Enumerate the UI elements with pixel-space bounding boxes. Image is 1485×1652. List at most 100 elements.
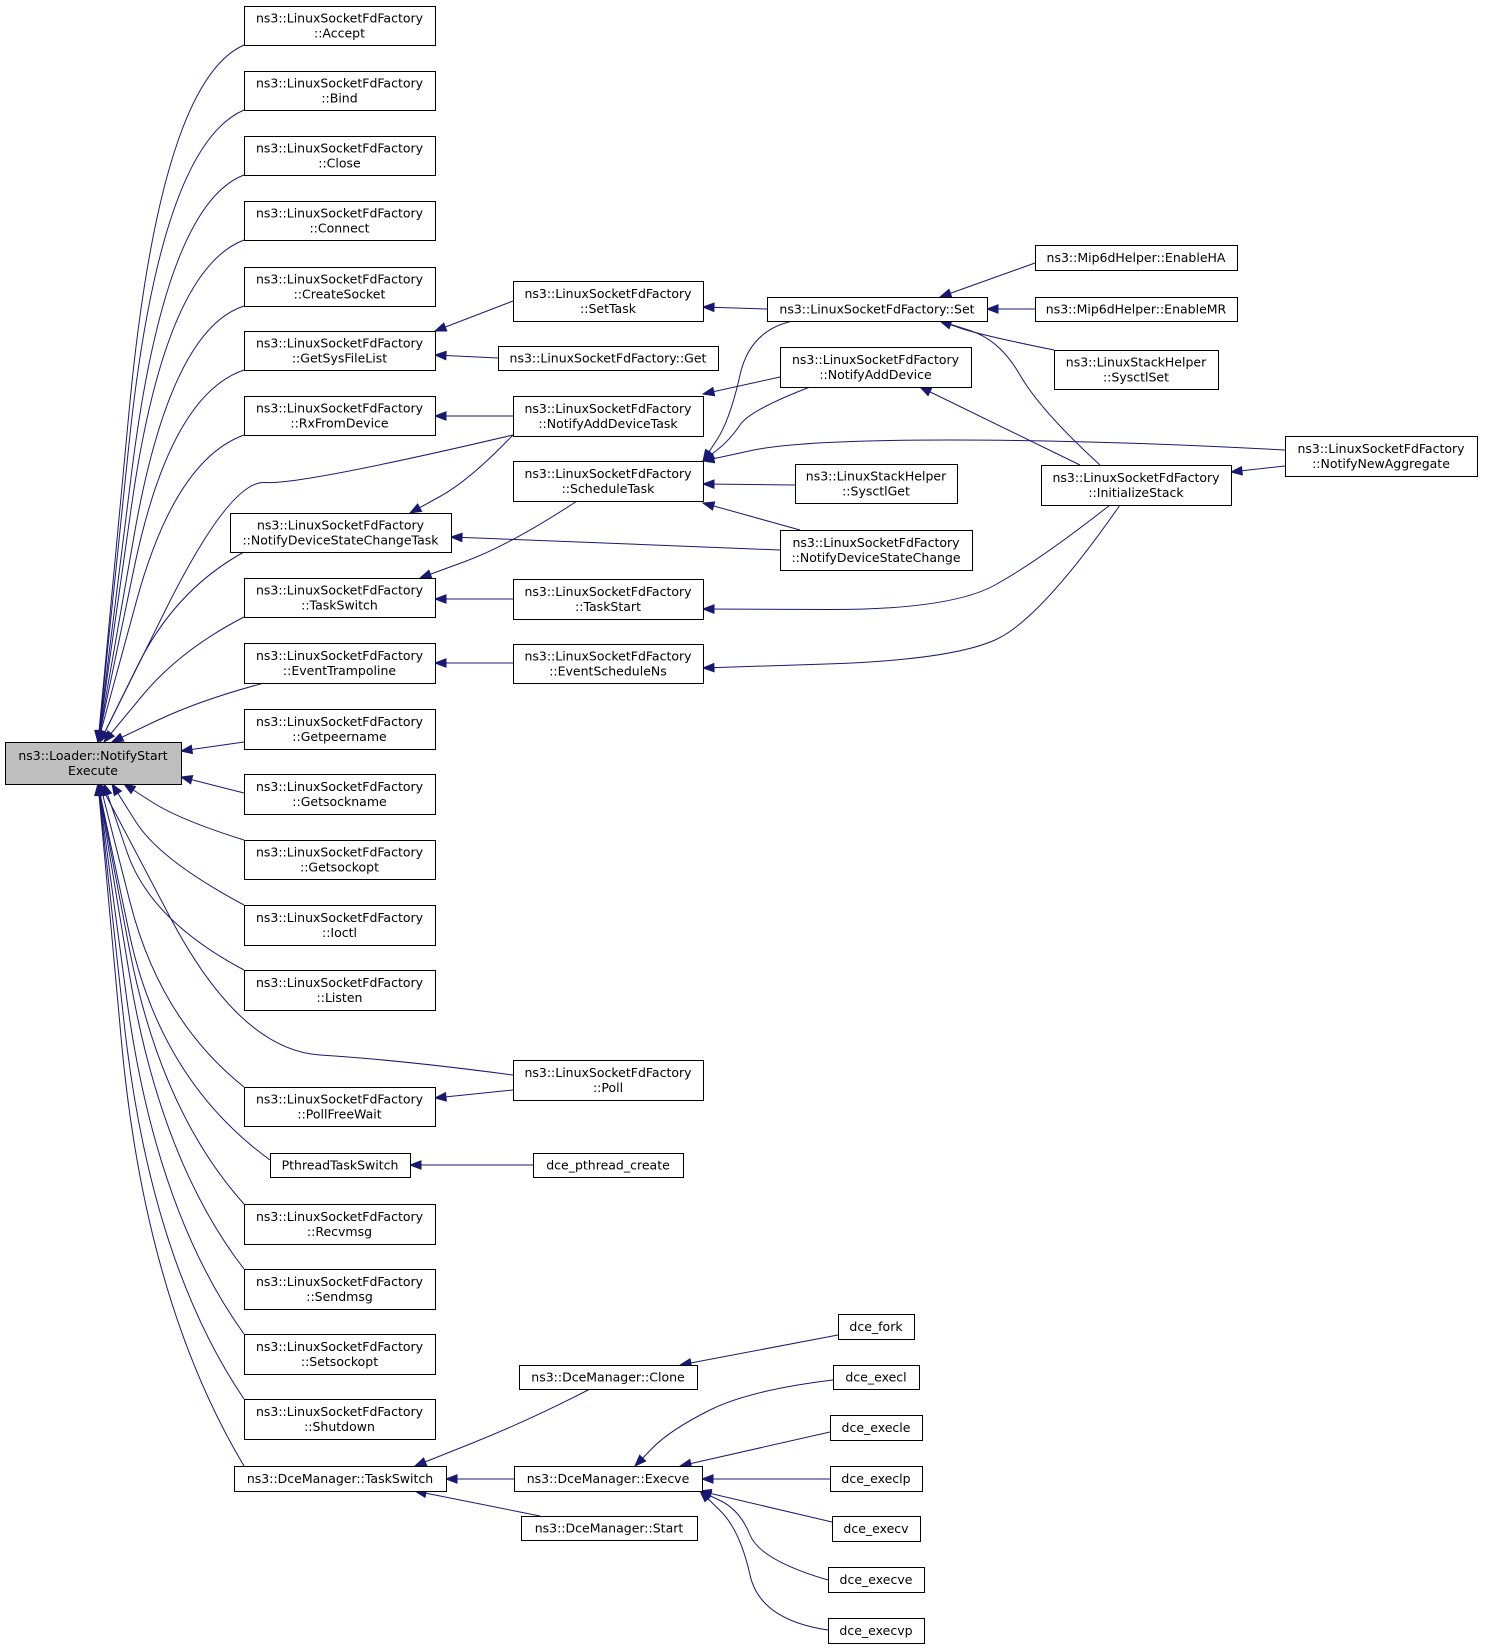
node-notifyadddevice[interactable]: ns3::LinuxSocketFdFactory::NotifyAddDevi… — [780, 347, 972, 388]
edge-initializestack-to-set — [938, 319, 1101, 466]
node-enablemr[interactable]: ns3::Mip6dHelper::EnableMR — [1035, 297, 1238, 322]
node-dce_execve[interactable]: dce_execve — [828, 1567, 925, 1593]
node-dce_execl[interactable]: dce_execl — [833, 1365, 920, 1390]
node-dce_execlp[interactable]: dce_execlp — [830, 1466, 923, 1492]
node-box — [832, 1516, 921, 1542]
edge-notifydevicestatechange-to-scheduletask — [701, 501, 801, 531]
edge-line — [97, 434, 245, 743]
edge-close-to-root — [94, 174, 245, 744]
node-box — [244, 578, 436, 618]
node-accept[interactable]: ns3::LinuxSocketFdFactory::Accept — [244, 6, 436, 46]
node-label: ::Accept — [314, 26, 365, 41]
node-label: ::Setsockopt — [301, 1354, 378, 1369]
node-notifyadddevicetask[interactable]: ns3::LinuxSocketFdFactory::NotifyAddDevi… — [513, 396, 704, 437]
node-dce_execle[interactable]: dce_execle — [830, 1415, 923, 1441]
arrowhead-icon — [701, 453, 716, 464]
edge-sysctlget-to-scheduletask — [701, 479, 796, 490]
arrowhead-icon — [700, 1474, 714, 1484]
node-set[interactable]: ns3::LinuxSocketFdFactory::Set — [767, 297, 988, 322]
arrowhead-icon — [408, 1160, 422, 1170]
node-label: ns3::LinuxStackHelper — [806, 469, 947, 484]
node-initializestack[interactable]: ns3::LinuxSocketFdFactory::InitializeSta… — [1041, 465, 1232, 506]
node-bind[interactable]: ns3::LinuxSocketFdFactory::Bind — [244, 71, 436, 111]
edge-line — [97, 239, 245, 743]
node-box — [828, 1618, 925, 1644]
node-getpeername[interactable]: ns3::LinuxSocketFdFactory::Getpeername — [244, 709, 436, 750]
node-box — [244, 1204, 436, 1245]
node-eventtrampoline[interactable]: ns3::LinuxSocketFdFactory::EventTrampoli… — [244, 643, 436, 684]
node-get[interactable]: ns3::LinuxSocketFdFactory::Get — [498, 346, 719, 371]
node-pollfreewait[interactable]: ns3::LinuxSocketFdFactory::PollFreeWait — [244, 1087, 436, 1127]
node-listen[interactable]: ns3::LinuxSocketFdFactory::Listen — [244, 970, 436, 1011]
edge-line — [97, 109, 245, 743]
node-label: ::NotifyAddDevice — [819, 367, 932, 382]
node-box — [234, 1466, 447, 1492]
node-getsockopt[interactable]: ns3::LinuxSocketFdFactory::Getsockopt — [244, 840, 436, 880]
node-notifynewaggregate[interactable]: ns3::LinuxSocketFdFactory::NotifyNewAggr… — [1285, 436, 1478, 477]
node-recvmsg[interactable]: ns3::LinuxSocketFdFactory::Recvmsg — [244, 1204, 436, 1245]
edge-getpeername-to-root — [179, 741, 245, 755]
node-box — [833, 1365, 920, 1390]
node-dce_execv[interactable]: dce_execv — [832, 1516, 921, 1542]
node-box — [244, 396, 436, 436]
node-connect[interactable]: ns3::LinuxSocketFdFactory::Connect — [244, 201, 436, 241]
node-enableha[interactable]: ns3::Mip6dHelper::EnableHA — [1035, 245, 1238, 271]
node-taskstart[interactable]: ns3::LinuxSocketFdFactory::TaskStart — [513, 579, 704, 620]
node-ioctl[interactable]: ns3::LinuxSocketFdFactory::Ioctl — [244, 905, 436, 946]
node-label: ::SysctlGet — [842, 484, 910, 499]
edge-line — [702, 386, 811, 462]
node-createsocket[interactable]: ns3::LinuxSocketFdFactory::CreateSocket — [244, 267, 436, 307]
node-sysctlget[interactable]: ns3::LinuxStackHelper::SysctlGet — [795, 464, 958, 504]
node-setsockopt[interactable]: ns3::LinuxSocketFdFactory::Setsockopt — [244, 1334, 436, 1375]
arrowhead-icon — [698, 1490, 712, 1503]
node-close[interactable]: ns3::LinuxSocketFdFactory::Close — [244, 136, 436, 176]
node-label: ::TaskStart — [575, 599, 641, 614]
node-label: Execute — [68, 763, 118, 778]
node-label: ns3::DceManager::TaskSwitch — [247, 1471, 433, 1486]
node-label: ::PollFreeWait — [297, 1107, 381, 1122]
node-rxfromdevice[interactable]: ns3::LinuxSocketFdFactory::RxFromDevice — [244, 396, 436, 436]
node-start[interactable]: ns3::DceManager::Start — [521, 1516, 698, 1541]
node-pthreadtaskswitch[interactable]: PthreadTaskSwitch — [270, 1153, 411, 1178]
node-label: ns3::LinuxSocketFdFactory — [256, 975, 424, 990]
edge-initializestack-to-taskstart — [701, 504, 1111, 614]
node-execve[interactable]: ns3::DceManager::Execve — [514, 1466, 703, 1492]
node-scheduletask[interactable]: ns3::LinuxSocketFdFactory::ScheduleTask — [513, 461, 704, 502]
node-getsockname[interactable]: ns3::LinuxSocketFdFactory::Getsockname — [244, 774, 436, 815]
edge-line — [702, 320, 794, 462]
node-eventschedulens[interactable]: ns3::LinuxSocketFdFactory::EventSchedule… — [513, 644, 704, 684]
edge-dce_execvp-to-execve — [698, 1490, 829, 1631]
node-sysctlset[interactable]: ns3::LinuxStackHelper::SysctlSet — [1054, 350, 1219, 390]
node-poll[interactable]: ns3::LinuxSocketFdFactory::Poll — [513, 1060, 704, 1101]
node-label: dce_execv — [843, 1521, 909, 1536]
edge-eventschedulens-to-eventtrampoline — [433, 658, 513, 668]
node-getsysfilelist[interactable]: ns3::LinuxSocketFdFactory::GetSysFileLis… — [244, 331, 436, 371]
node-settask[interactable]: ns3::LinuxSocketFdFactory::SetTask — [513, 281, 704, 322]
edge-enablemr-to-set — [985, 304, 1035, 314]
edge-start-to-dcetaskswitch — [413, 1488, 541, 1517]
edge-settask-to-getsysfilelist — [433, 300, 514, 332]
node-label: ns3::DceManager::Clone — [531, 1370, 685, 1385]
node-shutdown[interactable]: ns3::LinuxSocketFdFactory::Shutdown — [244, 1399, 436, 1440]
edge-accept-to-root — [94, 44, 245, 744]
node-clone[interactable]: ns3::DceManager::Clone — [519, 1365, 698, 1390]
node-sendmsg[interactable]: ns3::LinuxSocketFdFactory::Sendmsg — [244, 1269, 436, 1310]
node-taskswitch[interactable]: ns3::LinuxSocketFdFactory::TaskSwitch — [244, 578, 436, 618]
node-notifydevicestatechange[interactable]: ns3::LinuxSocketFdFactory::NotifyDeviceS… — [780, 530, 973, 571]
node-notifydevicestatechangetask[interactable]: ns3::LinuxSocketFdFactory::NotifyDeviceS… — [230, 513, 452, 553]
arrowhead-icon — [433, 350, 447, 361]
node-label: ns3::Mip6dHelper::EnableMR — [1046, 302, 1227, 317]
edge-line — [702, 504, 1121, 669]
edge-line — [702, 439, 1286, 462]
node-label: ns3::LinuxSocketFdFactory — [256, 141, 424, 156]
node-dce_fork[interactable]: dce_fork — [838, 1314, 915, 1340]
arrowhead-icon — [985, 304, 999, 314]
edge-pthreadtaskswitch-to-root — [95, 782, 271, 1161]
node-dce_pthread_create[interactable]: dce_pthread_create — [533, 1153, 684, 1178]
node-dce_execvp[interactable]: dce_execvp — [828, 1618, 925, 1644]
node-label: ::NotifyDeviceStateChangeTask — [242, 533, 439, 548]
node-label: dce_pthread_create — [546, 1158, 670, 1173]
edge-line — [699, 1490, 829, 1631]
node-dcetaskswitch[interactable]: ns3::DceManager::TaskSwitch — [234, 1466, 447, 1492]
